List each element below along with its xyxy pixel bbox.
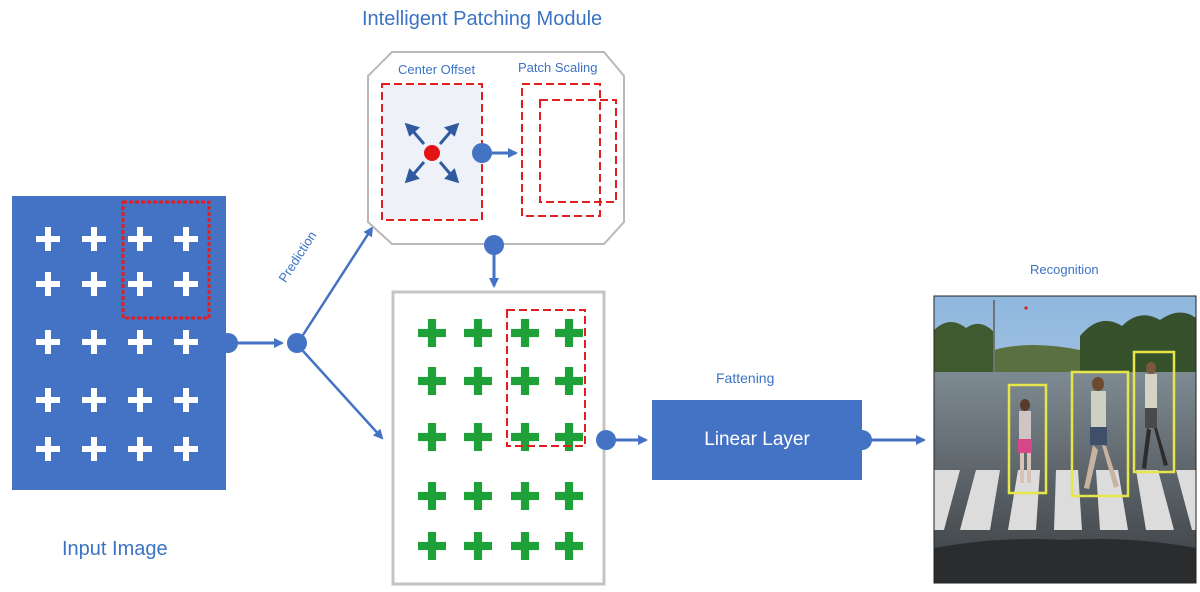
detection-box-1 [1007,383,1048,495]
input-patch-highlight [121,200,211,320]
input-image-label: Input Image [62,538,168,560]
module-title: Intelligent Patching Module [362,8,603,30]
recognition-photo [933,295,1197,584]
patch-scaling-box-inner [539,99,617,203]
patching-module [367,51,625,245]
input-output-node [218,333,238,353]
grid-output-node [596,430,616,450]
flattening-label: Fattening [716,370,775,386]
offset-center-dot [424,145,440,161]
offset-arrows-icon [404,122,460,184]
detection-box-3 [1132,350,1176,474]
recognition-label: Recognition [1030,262,1099,277]
input-image-panel [12,196,226,490]
center-offset-label: Center Offset [398,62,476,77]
linear-layer-label: Linear Layer [704,429,810,450]
patch-scaling-box-outer [521,83,601,217]
split-node [287,333,307,353]
pedestrian-figures [1018,362,1168,489]
patched-grid-panel [391,290,606,586]
detection-box-2 [1070,370,1130,498]
patched-region-highlight [506,309,586,447]
prediction-arrow [301,226,374,336]
module-output-node [484,235,504,255]
patch-scaling-label: Patch Scaling [518,60,598,75]
linear-layer-box: Linear Layer [652,400,862,480]
offset-output-node [472,143,492,163]
arrow-to-patched-grid [302,350,384,440]
